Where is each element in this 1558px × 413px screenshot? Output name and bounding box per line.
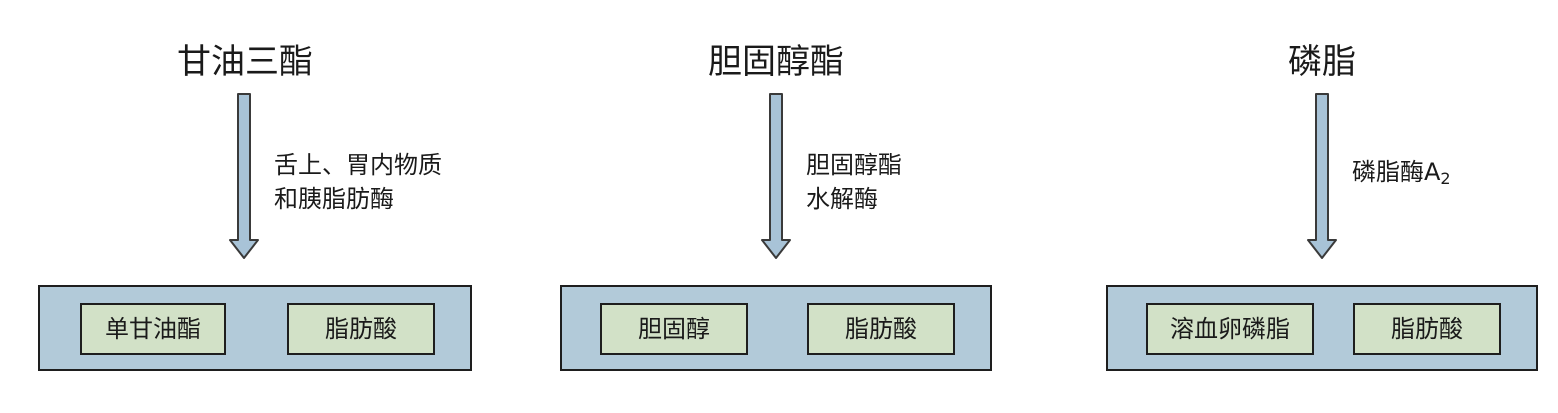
- product-box: 溶血卵磷脂 脂肪酸: [1106, 285, 1538, 371]
- down-arrow-icon: [761, 93, 791, 259]
- column-triglyceride: 甘油三酯 舌上、胃内物质 和胰脂肪酶 单甘油酯 脂肪酸: [0, 0, 520, 413]
- substrate-title: 甘油三酯: [177, 42, 313, 82]
- product-box: 胆固醇 脂肪酸: [560, 285, 992, 371]
- product-box: 单甘油酯 脂肪酸: [38, 285, 472, 371]
- enzyme-label: 胆固醇酯 水解酶: [806, 148, 902, 216]
- down-arrow-icon: [1307, 93, 1337, 259]
- enzyme-subscript: 2: [1440, 169, 1451, 188]
- enzyme-name: 磷脂酶A: [1352, 158, 1441, 186]
- product-item: 脂肪酸: [1353, 303, 1501, 355]
- substrate-title: 磷脂: [1288, 42, 1356, 82]
- enzyme-line: 舌上、胃内物质: [274, 151, 442, 179]
- down-arrow-icon: [229, 93, 259, 259]
- enzyme-line: 胆固醇酯: [806, 151, 902, 179]
- enzyme-line: 磷脂酶A2: [1352, 155, 1451, 196]
- enzyme-label: 舌上、胃内物质 和胰脂肪酶: [274, 148, 442, 216]
- enzyme-line: 和胰脂肪酶: [274, 185, 394, 213]
- enzyme-line: 水解酶: [806, 185, 878, 213]
- enzyme-label: 磷脂酶A2: [1352, 155, 1451, 196]
- column-cholesterol-ester: 胆固醇酯 胆固醇酯 水解酶 胆固醇 脂肪酸: [560, 42, 992, 371]
- product-item: 溶血卵磷脂: [1146, 303, 1314, 355]
- product-item: 单甘油酯: [80, 303, 226, 355]
- product-item: 脂肪酸: [287, 303, 435, 355]
- product-item: 胆固醇: [600, 303, 748, 355]
- product-item: 脂肪酸: [807, 303, 955, 355]
- substrate-title: 胆固醇酯: [708, 42, 844, 82]
